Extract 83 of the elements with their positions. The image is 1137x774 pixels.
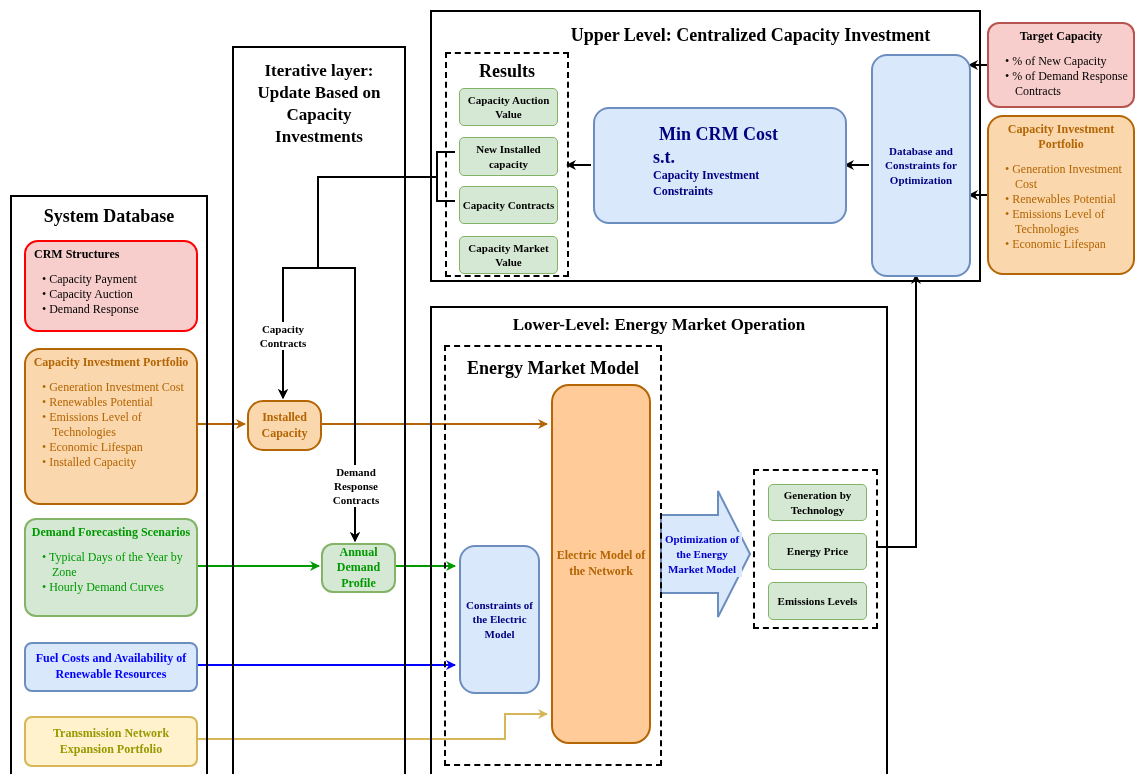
info-box xyxy=(24,240,198,332)
arrow xyxy=(195,660,456,670)
container-panel xyxy=(430,306,888,774)
dashed-group xyxy=(444,345,662,766)
bullet-item: • Demand Response xyxy=(41,302,140,317)
block-arrow xyxy=(660,490,752,618)
bullet-item: • Emissions Level of Technologies xyxy=(1004,207,1106,237)
bullet-item: • Generation Investment Cost xyxy=(41,380,185,395)
container-panel xyxy=(430,10,981,282)
process-box xyxy=(551,384,651,744)
box-label: Generation by Technology xyxy=(782,488,853,517)
arrow xyxy=(566,160,592,170)
box-heading: Target Capacity xyxy=(1018,29,1104,44)
bullet-item: • Economic Lifespan xyxy=(1004,237,1107,252)
bullet-item: • % of Demand Response Contracts xyxy=(1004,69,1129,99)
bullet-item: • Generation Investment Cost xyxy=(1004,162,1123,192)
info-box xyxy=(24,518,198,617)
bullet-item: • Renewables Potential xyxy=(41,395,154,410)
container-panel xyxy=(10,195,208,774)
box-label: Capacity Market Value xyxy=(467,240,550,270)
info-box xyxy=(987,115,1135,275)
bullet-item: • Economic Lifespan xyxy=(41,440,144,455)
box-label: Emissions Levels xyxy=(776,593,859,609)
arrow xyxy=(875,274,921,548)
process-box xyxy=(459,88,558,126)
process-box xyxy=(459,545,540,694)
box-label: Fuel Costs and Availability of Renewable Resources xyxy=(34,651,188,683)
box-label: New Installed capacity xyxy=(475,142,542,171)
bullet-item: • % of New Capacity xyxy=(1004,54,1108,69)
edge-label: Optimization of the Energy Market Model xyxy=(662,532,742,577)
process-box xyxy=(768,533,867,570)
process-box xyxy=(321,543,396,593)
arrow xyxy=(195,419,246,429)
bullet-item: • Typical Days of the Year by Zone xyxy=(41,550,184,580)
box-heading: Capacity Investment Portfolio xyxy=(1006,122,1116,152)
box-label: Annual Demand Profile xyxy=(335,544,382,592)
box-label: Capacity Auction Value xyxy=(466,92,551,122)
box-heading: Demand Forecasting Scenarios xyxy=(30,525,192,540)
arrow xyxy=(195,561,320,571)
box-label: Installed Capacity xyxy=(260,409,309,442)
bullet-item: • Capacity Auction xyxy=(41,287,134,302)
box-label: Energy Price xyxy=(785,544,850,559)
bullet-item: • Capacity Payment xyxy=(41,272,138,287)
process-box xyxy=(24,716,198,767)
box-heading: Capacity Investment Portfolio xyxy=(32,355,190,370)
panel-title: Iterative layer: Update Based on Capacity Investments xyxy=(256,60,382,149)
arrow xyxy=(195,709,548,740)
dashed-group xyxy=(445,52,569,277)
panel-title: Energy Market Model xyxy=(466,357,640,380)
process-box xyxy=(459,236,558,274)
arrow xyxy=(968,60,988,70)
process-box xyxy=(768,582,867,620)
box-label: Electric Model of the Network xyxy=(555,548,647,580)
arrow xyxy=(968,190,988,200)
process-box xyxy=(247,400,322,451)
bullet-item: • Installed Capacity xyxy=(41,455,138,470)
process-box xyxy=(24,642,198,692)
info-box xyxy=(987,22,1135,108)
box-label: Constraints of the Electric Model xyxy=(465,598,534,641)
panel-title: Lower-Level: Energy Market Operation xyxy=(511,314,807,336)
box-label: Min CRM Cost xyxy=(658,123,779,146)
panel-title: System Database xyxy=(42,205,176,228)
bullet-item: • Hourly Demand Curves xyxy=(41,580,165,595)
arrow xyxy=(393,561,456,571)
panel-title: Upper Level: Centralized Capacity Investment xyxy=(569,24,932,47)
process-box xyxy=(871,54,971,277)
dashed-group xyxy=(753,469,878,629)
bullet-item: • Renewables Potential xyxy=(1004,192,1117,207)
process-box xyxy=(459,186,558,224)
arrow xyxy=(319,419,548,429)
objective-box xyxy=(593,107,847,224)
box-heading: CRM Structures xyxy=(33,247,121,262)
process-box xyxy=(768,484,867,521)
process-box xyxy=(459,137,558,176)
box-label: Database and Constraints for Optimization xyxy=(884,144,958,187)
box-label: Capacity Contracts xyxy=(462,197,555,213)
bullet-item: • Emissions Level of Technologies xyxy=(41,410,143,440)
box-label: Capacity Investment Constraints xyxy=(653,168,761,200)
arrow xyxy=(844,160,870,170)
box-label: Transmission Network Expansion Portfolio xyxy=(51,725,171,758)
box-label: s.t. xyxy=(653,145,676,169)
panel-title: Results xyxy=(478,60,536,83)
info-box xyxy=(24,348,198,505)
